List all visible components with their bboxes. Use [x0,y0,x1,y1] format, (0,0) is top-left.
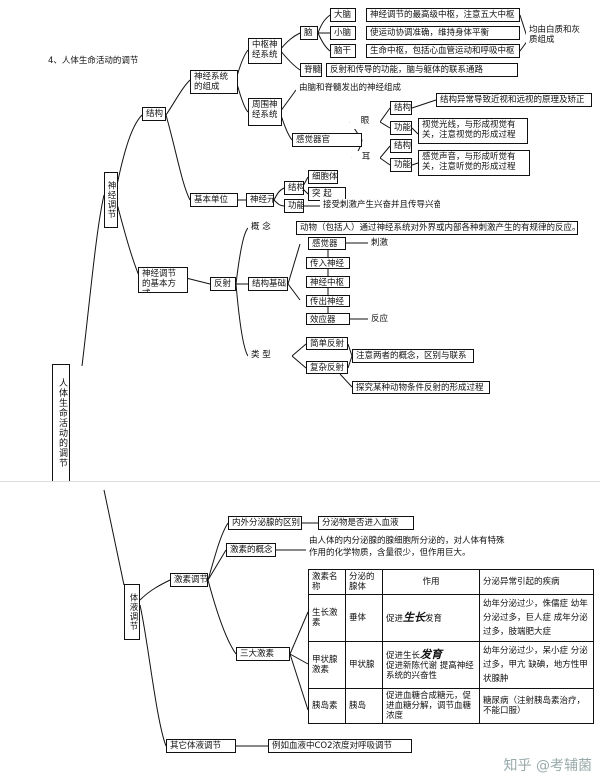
structure-node: 结构 [142,107,166,121]
neuron-function: 功能 [284,199,304,213]
hormone-name: 甲状腺激素 [308,641,346,689]
hormonal-node: 体液调节 [124,584,140,640]
complex-reflex: 复杂反射 [306,361,348,374]
hormone-concept-desc: 由人体的内分泌腺的腺细胞所分泌的，对人体有特殊作用的化学物质，含量很少，但作用巨… [306,534,512,564]
hormone-gland: 胰岛 [345,688,383,724]
brainstem-node: 脑干 [330,44,356,58]
hormone-gland: 甲状腺 [345,641,383,689]
cerebellum-desc: 使运动协调准确，维持身体平衡 [366,26,520,40]
concept-node: 概 念 [248,221,288,235]
ear-function: 功能 [390,158,412,172]
hormone-disease: 糖尿病（注射胰岛素治疗，不能口服） [479,688,594,724]
sense-node: 感觉器官 [292,133,362,147]
eye-function: 功能 [390,121,412,135]
watermark: 知乎 @考辅菌 [503,758,592,774]
brainstem-desc: 生命中枢，包括心血管运动和呼吸中枢 [366,44,520,58]
eye-function-desc: 视觉光线，与形成视觉有关，注意视觉的形成过程 [418,118,528,144]
section-title: 4、人体生命活动的调节 [48,56,139,66]
peripheral-node: 周围神经系统 [248,98,282,126]
concept-desc: 动物（包括人）通过神经系统对外界或内部各种刺激产生的有规律的反应。 [296,221,578,235]
cerebrum-node: 大脑 [330,8,356,22]
half-separator [0,481,600,482]
spinal-node: 脊髓 [300,63,322,77]
peripheral-desc: 由脑和脊髓发出的神经组成 [296,82,430,96]
table-row: 生长激素 垂体 促进生长发育 幼年分泌过少，侏儒症 幼年分泌过多，巨人症 成年分… [308,594,594,642]
hormone-effect: 促进生长发育 [382,594,480,642]
neuron-structure: 结构 [284,181,304,195]
table-header: 激素名称 [308,569,346,595]
table-row: 胰岛素 胰岛 促进血糖合成糖元，促进血糖分解，调节血糖浓度 糖尿病（注射胰岛素治… [308,688,594,724]
hormone-table: 激素名称 分泌的腺体 作用 分泌异常引起的疾病 生长激素 垂体 促进生长发育 幼… [308,569,594,724]
ear-node: 耳 [352,151,380,165]
eye-node: 眼 [350,115,380,129]
types-note: 注意两者的概念，区别与联系 [352,349,474,363]
hormone-concept-node: 激素的概念 [226,543,276,557]
gland-diff-desc: 分泌物是否进入血液 [318,516,414,530]
grey-white-note: 均由白质和灰质组成 [526,24,586,54]
cerebrum-desc: 神经调节的最高级中枢，注意五大中枢 [366,8,520,22]
center-node: 神经中枢 [306,276,350,288]
eye-structure-desc: 结构异常导致近视和远视的原理及矫正 [436,93,592,107]
ear-function-desc: 感觉声音，与形成听觉有关，注意听觉的形成过程 [418,150,530,176]
effector-node: 效应器 [306,313,350,325]
stimulus-node: 刺激 [368,237,396,250]
spinal-desc: 反射和传导的功能，脑与躯体的联系通路 [326,63,518,77]
composition-node: 神经系统的组成 [190,70,238,94]
afferent-node: 传入神经 [306,257,350,269]
gland-diff-node: 内外分泌腺的区别 [228,516,302,530]
basic-unit-node: 基本单位 [190,193,238,207]
hormone-disease: 幼年分泌过少，侏儒症 幼年分泌过多，巨人症 成年分泌过多，肢端肥大症 [479,594,594,642]
explore-node: 探究某种动物条件反射的形成过程 [352,381,490,394]
ear-structure: 结构 [390,139,412,153]
hormone-reg-node: 激素调节 [170,573,208,587]
other-reg-node: 其它体液调节 [166,739,236,753]
neuron-node: 神经元 [246,193,274,207]
hormone-gland: 垂体 [345,594,383,642]
types-node: 类 型 [248,349,292,363]
other-reg-desc: 例如血液中CO2浓度对呼吸调节 [268,739,412,753]
reflex-node: 反射 [210,277,236,291]
hormone-name: 胰岛素 [308,688,346,724]
brain-node: 脑 [300,26,318,40]
table-header: 作用 [382,569,480,595]
neuron-function-desc: 接受刺激产生兴奋并且传导兴奋 [320,199,440,213]
three-hormones-node: 三大激素 [236,647,290,661]
table-header: 分泌异常引起的疾病 [479,569,594,595]
hormone-effect: 促进血糖合成糖元，促进血糖分解，调节血糖浓度 [382,688,480,724]
simple-reflex: 简单反射 [306,337,348,350]
eye-structure: 结构 [390,101,412,115]
hormone-disease: 幼年分泌过少，呆小症 分泌过多，甲亢 缺碘，地方性甲状腺肿 [479,641,594,689]
hormone-name: 生长激素 [308,594,346,642]
table-header: 分泌的腺体 [345,569,383,595]
response-node: 反应 [368,313,396,325]
root-node: 人体生命活动的调节 [52,364,70,482]
reflex-basis-node: 结构基础 [248,277,288,291]
neural-node: 神经调节 [104,172,118,228]
central-node: 中枢神经系统 [248,38,282,64]
cerebellum-node: 小脑 [330,26,356,40]
efferent-node: 传出神经 [306,295,350,307]
cell-body: 细胞体 [308,170,338,184]
table-row: 甲状腺激素 甲状腺 促进生长发育促进新陈代谢 提高神经系统的兴奋性 幼年分泌过少… [308,641,594,689]
basic-way-node: 神经调节的基本方式 [138,267,188,293]
hormone-effect: 促进生长发育促进新陈代谢 提高神经系统的兴奋性 [382,641,480,689]
receptor-node: 感觉器 [308,237,346,250]
